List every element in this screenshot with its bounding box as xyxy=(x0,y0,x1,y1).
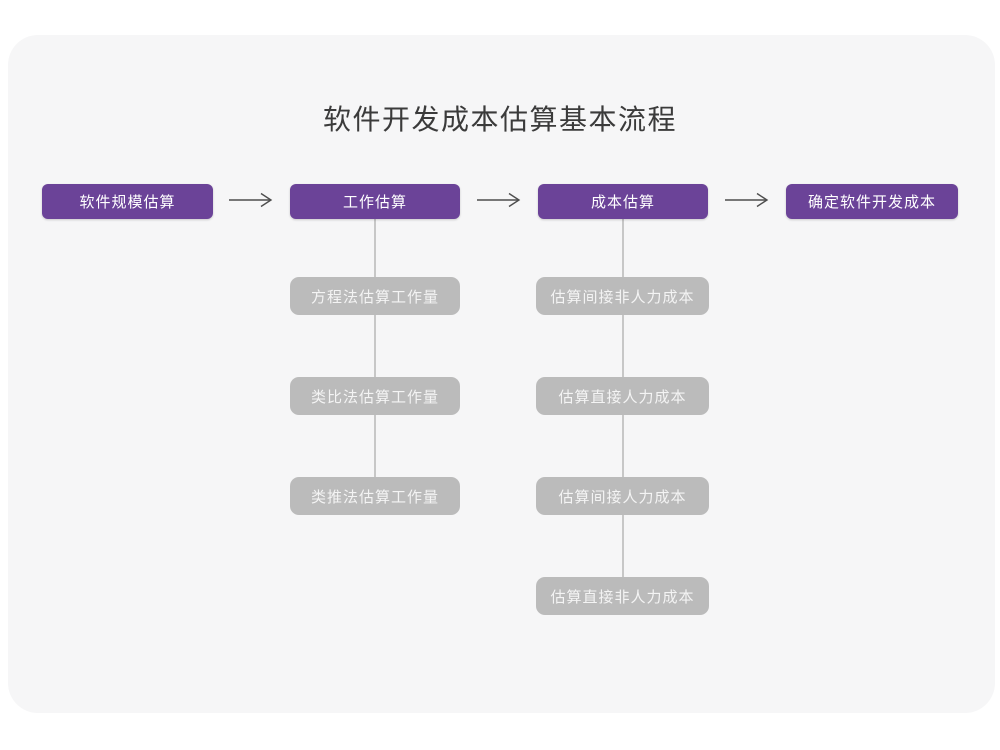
sub-node-indirect-labor-cost: 估算间接人力成本 xyxy=(536,477,709,515)
diagram-title: 软件开发成本估算基本流程 xyxy=(322,104,677,135)
connector-line-work-estimate xyxy=(374,218,376,497)
sub-node-equation-method: 方程法估算工作量 xyxy=(290,277,460,315)
arrow-right-icon xyxy=(477,192,521,208)
stage-node-work-estimate: 工作估算 xyxy=(290,184,460,219)
sub-node-indirect-nonlabor-cost: 估算间接非人力成本 xyxy=(536,277,709,315)
sub-node-analogy-method: 类比法估算工作量 xyxy=(290,377,460,415)
sub-node-direct-labor-cost: 估算直接人力成本 xyxy=(536,377,709,415)
diagram-card xyxy=(8,35,995,713)
stage-node-software-scale-estimate: 软件规模估算 xyxy=(42,184,213,219)
sub-node-direct-nonlabor-cost: 估算直接非人力成本 xyxy=(536,577,709,615)
stage-node-determine-dev-cost: 确定软件开发成本 xyxy=(786,184,958,219)
sub-node-extrapolation-method: 类推法估算工作量 xyxy=(290,477,460,515)
arrow-right-icon xyxy=(229,192,273,208)
stage-node-cost-estimate: 成本估算 xyxy=(538,184,708,219)
arrow-right-icon xyxy=(725,192,769,208)
